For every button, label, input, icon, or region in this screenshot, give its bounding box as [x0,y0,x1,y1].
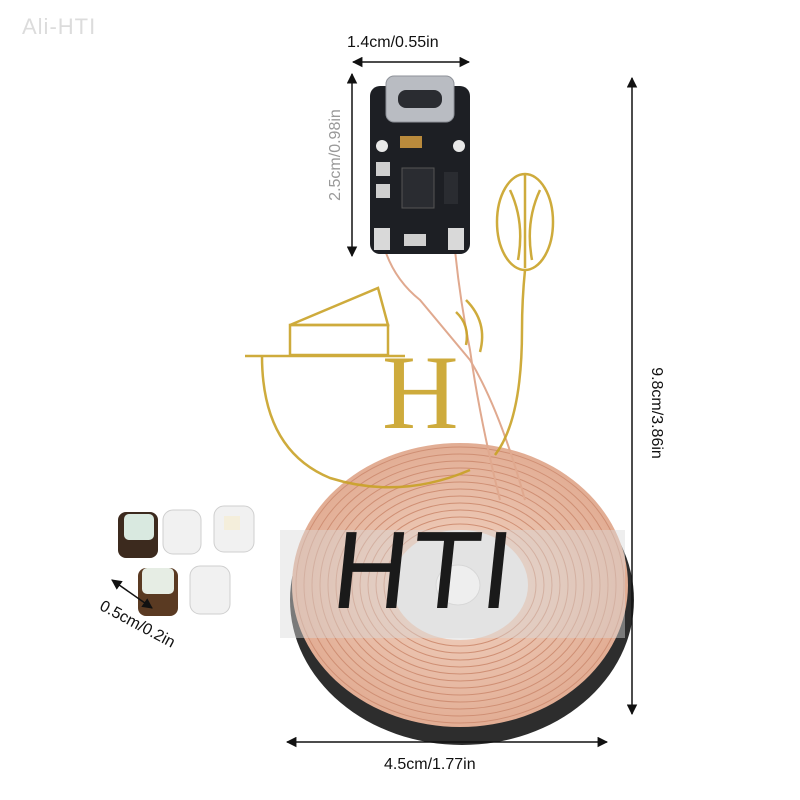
logo-monogram: H [382,334,459,451]
logo-script-text: HTI [325,511,523,633]
led-inductor-2 [138,568,178,616]
led-inductor-1 [118,512,158,558]
board-width-label: 1.4cm/0.55in [347,34,439,51]
hti-logo-watermark [245,172,555,489]
led-components [118,505,255,616]
led-size-arrow [111,579,153,609]
coil-width-label: 4.5cm/1.77in [384,756,476,773]
pcb-board [370,75,470,254]
dimension-arrows [111,56,638,748]
copper-coil [292,443,628,727]
total-height-label: 9.8cm/3.86in [648,367,665,459]
board-height-label: 2.5cm/0.98in [327,109,344,201]
corner-watermark: Ali-HTI [22,14,97,39]
